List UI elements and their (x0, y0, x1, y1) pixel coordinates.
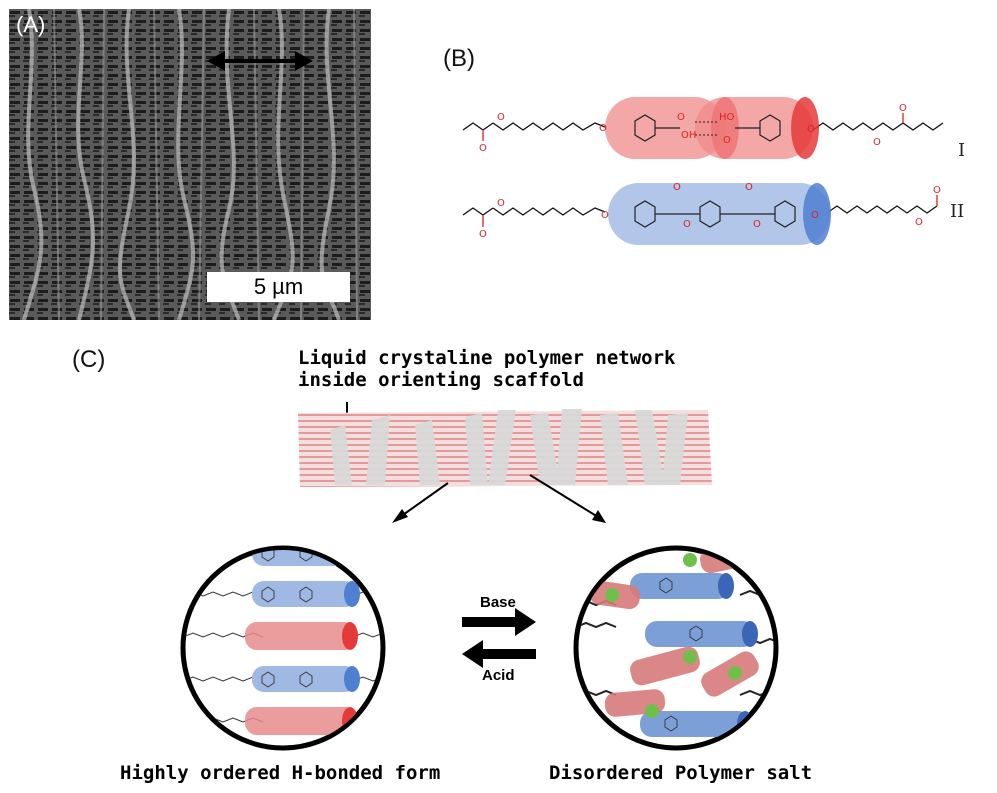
atom-label-o: O (601, 210, 609, 221)
atom-label-o: O (933, 185, 941, 196)
atom-label-o: O (899, 103, 907, 114)
atom-label-o: O (753, 219, 761, 230)
sem-texture (9, 9, 371, 320)
panel-c-label: (C) (72, 346, 106, 373)
blue-cylinder (252, 550, 360, 566)
atom-label-o: O (479, 143, 487, 154)
atom-label-o: O (807, 124, 815, 135)
panel-a-label: (A) (16, 12, 46, 37)
molecule-i (462, 113, 944, 141)
atom-label-o: O (497, 112, 505, 123)
scaffold-title-line-1: Liquid crystaline polymer network (298, 347, 676, 369)
blue-cylinder (252, 581, 360, 607)
atom-label-oh: OH (681, 130, 696, 141)
scaffold-block (298, 409, 712, 487)
polymer-salt-caption: Disordered Polymer salt (549, 762, 813, 784)
molecule-i-label: I (958, 140, 966, 161)
atom-label-o: O (873, 137, 881, 148)
panel-c-graphic (180, 402, 779, 751)
atom-label-o: O (497, 198, 505, 209)
molecule-ii-blue-cylinder (608, 183, 831, 245)
molecule-ii-label: II (950, 201, 965, 222)
sem-micrograph (9, 9, 371, 320)
atom-label-ho: HO (719, 112, 735, 123)
atom-label-o: O (479, 229, 487, 240)
scaffold-title-line-2: inside orienting scaffold (298, 369, 584, 391)
ordered-form-caption: Highly ordered H-bonded form (120, 762, 441, 784)
molecule-structures: O O O OH O HO O O O O O O O O O O O O O … (462, 97, 944, 245)
molecule-ii (462, 195, 938, 227)
panel-b-label: (B) (443, 45, 475, 72)
blue-cylinder (630, 573, 734, 599)
atom-label-o: O (745, 182, 753, 193)
polymer-salt-circle (573, 523, 779, 751)
molecule-i-red-cylinder (605, 97, 819, 159)
scaffold-title: Liquid crystaline polymer network inside… (298, 347, 676, 391)
atom-label-o: O (677, 112, 685, 123)
red-cylinder (250, 513, 350, 543)
orientation-double-arrow (207, 51, 313, 71)
atom-label-o: O (915, 217, 923, 228)
atom-label-o: O (599, 123, 607, 134)
blue-cylinder (645, 621, 758, 647)
split-arrows (392, 474, 606, 523)
scale-bar: 5 µm (207, 272, 350, 302)
red-cylinder (245, 622, 358, 650)
scale-bar-text: 5 µm (253, 274, 304, 299)
blue-cylinder (252, 666, 360, 692)
atom-label-o: O (811, 210, 819, 221)
atom-label-o: O (723, 135, 731, 146)
base-label: Base (480, 594, 516, 611)
acid-label: Acid (482, 667, 515, 684)
blue-cylinder (640, 523, 738, 549)
equilibrium-arrows (462, 608, 536, 668)
atom-label-o: O (683, 219, 691, 230)
atom-label-o: O (673, 182, 681, 193)
ordered-form-circle (180, 513, 386, 751)
